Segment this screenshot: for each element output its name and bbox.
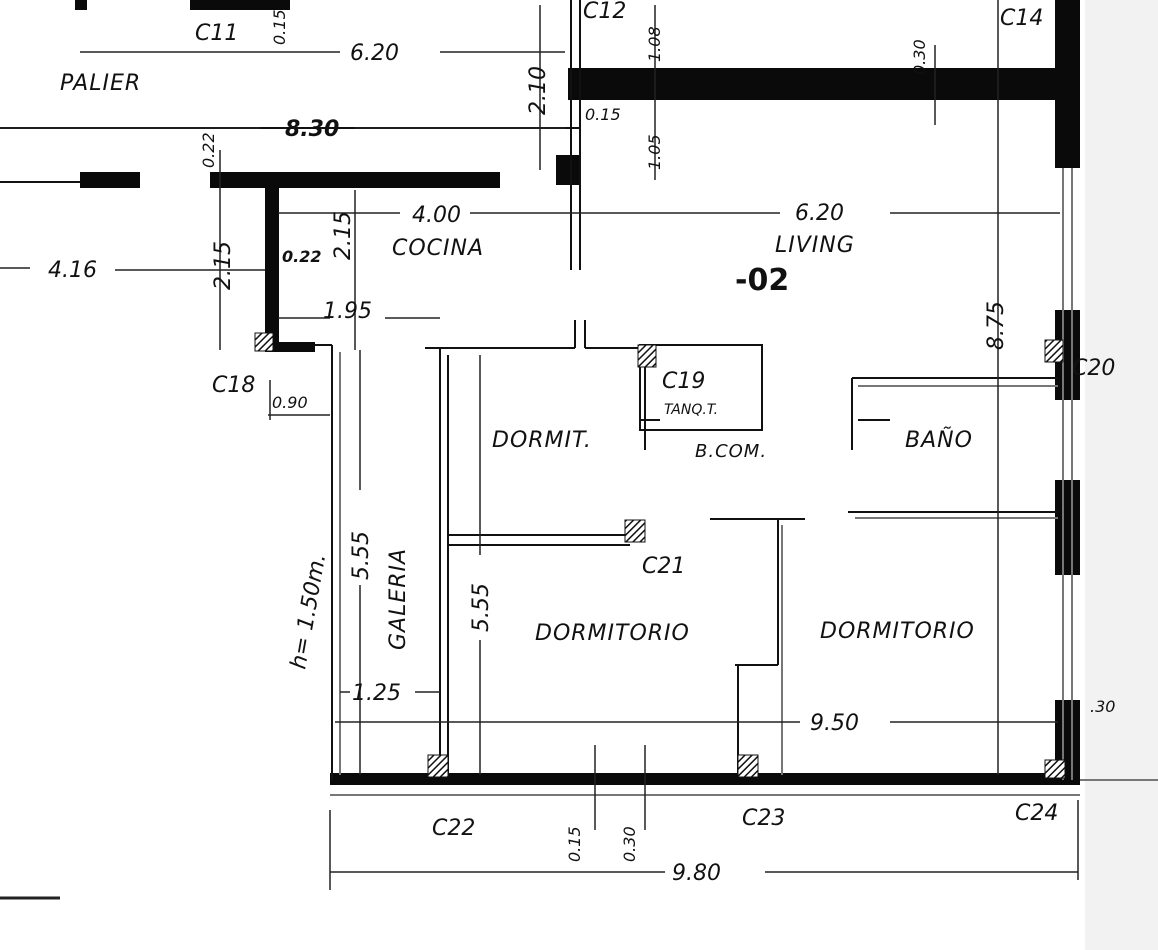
- column-label-c22: C22: [432, 816, 475, 841]
- dim-210: 2.10: [526, 66, 551, 115]
- dim-875: 8.75: [984, 301, 1009, 350]
- partitions: [0, 0, 1158, 796]
- column-label-c14: C14: [1000, 6, 1043, 31]
- dim-022-mid: 0.22: [282, 247, 321, 266]
- room-label-living: LIVING: [775, 233, 855, 258]
- column-label-c18: C18: [212, 373, 255, 398]
- room-label-cocina: COCINA: [392, 236, 484, 261]
- dim-195: 1.95: [323, 299, 372, 324]
- dim-015-top: 0.15: [270, 9, 289, 45]
- dim-555-a: 5.55: [349, 531, 374, 580]
- dim-416: 4.16: [48, 258, 97, 283]
- dim-950: 9.50: [810, 711, 859, 736]
- room-label-dormit: DORMIT.: [492, 428, 592, 453]
- dim-015-bottom: 0.15: [565, 826, 584, 862]
- dim-090: 0.90: [272, 393, 308, 412]
- room-label-tanque: TANQ.T.: [664, 402, 718, 418]
- dim-108: 1.08: [645, 26, 664, 62]
- room-label-dormitorio-1: DORMITORIO: [535, 621, 690, 646]
- dim-555-b: 5.55: [469, 583, 494, 632]
- room-label-dormitorio-2: DORMITORIO: [820, 619, 975, 644]
- dim-830: 8.30: [285, 117, 339, 142]
- dim-105: 1.05: [645, 134, 664, 170]
- dim-980: 9.80: [672, 861, 721, 886]
- dim-215-a: 2.15: [211, 241, 236, 290]
- dim-620-living: 6.20: [795, 201, 844, 226]
- dim-030-right: .30: [1090, 697, 1115, 716]
- dim-400: 4.00: [412, 203, 461, 228]
- dim-015-mid: 0.15: [585, 105, 621, 124]
- dim-022-top: 0.22: [199, 132, 218, 168]
- room-label-palier: PALIER: [60, 71, 141, 96]
- room-label-bano: BAÑO: [905, 426, 973, 453]
- column-label-c24: C24: [1015, 801, 1058, 826]
- dim-h150: h= 1.50m.: [286, 552, 331, 671]
- dim-030-top: 0.30: [910, 39, 929, 75]
- room-label-galeria: GALERIA: [386, 548, 411, 650]
- column-label-c19: C19: [662, 369, 705, 394]
- column-label-c20: C20: [1072, 356, 1115, 381]
- unit-number-label: -02: [735, 263, 789, 298]
- column-label-c12: C12: [583, 0, 626, 24]
- dim-620-top: 6.20: [350, 41, 399, 66]
- room-label-bcom: B.COM.: [695, 441, 767, 462]
- structural-columns: [254, 332, 1066, 779]
- dimension-lines: [0, 0, 1079, 900]
- dim-030-bottom: 0.30: [620, 826, 639, 862]
- exterior-texture: [1085, 0, 1158, 950]
- dim-215-b: 2.15: [331, 211, 356, 260]
- column-label-c11: C11: [195, 21, 238, 46]
- column-label-c21: C21: [642, 554, 685, 579]
- dim-125: 1.25: [352, 681, 401, 706]
- column-label-c23: C23: [742, 806, 785, 831]
